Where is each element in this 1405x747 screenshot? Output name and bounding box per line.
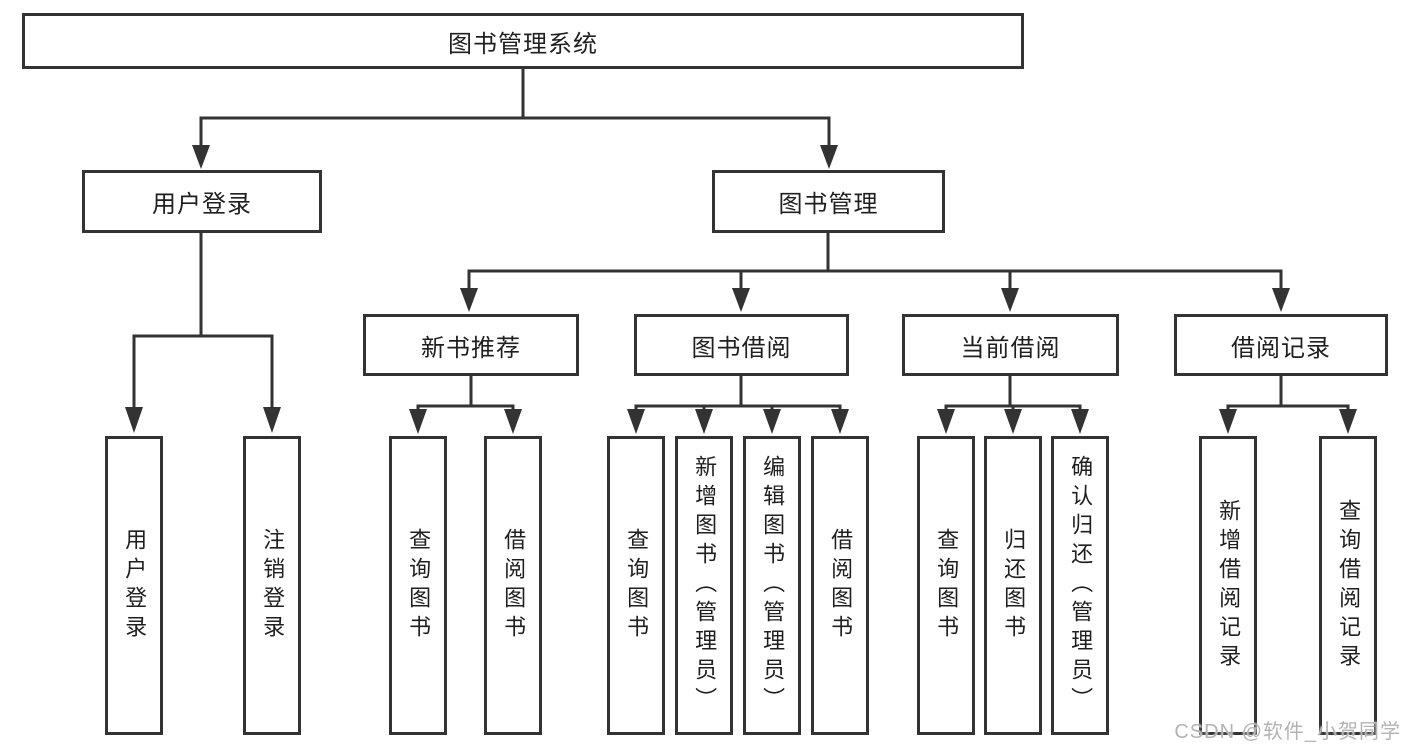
node-borrowing-records-label: 借阅记录 [1231, 334, 1331, 362]
node-new-book-recommend-label: 新书推荐 [421, 334, 521, 362]
leaf-return-books-label: 归还图书 [1001, 527, 1027, 644]
csdn-watermark: CSDN @软件_小贺同学 [1174, 721, 1401, 743]
leaf-query-books-current-label: 查询图书 [934, 527, 960, 644]
leaf-query-books-borrow-label: 查询图书 [624, 527, 650, 644]
leaf-logout-label: 注销登录 [260, 527, 286, 644]
edge-new-books-bus [416, 376, 515, 412]
leaf-user-login-label: 用户登录 [122, 527, 148, 644]
node-library-system-label: 图书管理系统 [448, 30, 598, 58]
leaf-query-books-recommend-label: 查询图书 [406, 527, 432, 644]
node-current-borrowing: 当前借阅 [902, 314, 1119, 376]
node-user-login-label: 用户登录 [152, 191, 252, 218]
node-book-management: 图书管理 [712, 170, 945, 233]
leaf-edit-books-admin-label: 编辑图书（管理员） [760, 455, 786, 716]
leaf-add-borrow-record: 新增借阅记录 [1199, 436, 1257, 735]
leaf-add-borrow-record-label: 新增借阅记录 [1216, 498, 1242, 673]
node-current-borrowing-label: 当前借阅 [960, 334, 1061, 362]
leaf-query-borrow-record-label: 查询借阅记录 [1336, 498, 1362, 673]
edge-level2-bus [199, 116, 831, 149]
leaf-add-books-admin: 新增图书（管理员） [675, 436, 733, 735]
leaf-return-books: 归还图书 [984, 436, 1042, 735]
leaf-query-books-recommend: 查询图书 [389, 436, 447, 735]
leaf-borrow-books: 借阅图书 [811, 436, 869, 735]
node-book-borrowing-label: 图书借阅 [691, 334, 792, 362]
leaf-borrow-books-recommend: 借阅图书 [484, 436, 542, 735]
node-borrowing-records: 借阅记录 [1174, 314, 1388, 376]
leaf-add-books-admin-label: 新增图书（管理员） [692, 455, 718, 716]
node-library-system: 图书管理系统 [22, 13, 1024, 69]
node-new-book-recommend: 新书推荐 [363, 314, 579, 376]
edge-borrow-bus [634, 376, 842, 412]
leaf-borrow-books-label: 借阅图书 [828, 527, 854, 644]
leaf-query-books-borrow: 查询图书 [607, 436, 665, 735]
leaf-user-login: 用户登录 [105, 436, 163, 735]
leaf-edit-books-admin: 编辑图书（管理员） [743, 436, 801, 735]
node-user-login: 用户登录 [82, 170, 322, 233]
edge-current-bus [944, 376, 1082, 412]
leaf-confirm-return-admin-label: 确认归还（管理员） [1068, 455, 1094, 716]
leaf-logout: 注销登录 [243, 436, 301, 735]
node-book-management-label: 图书管理 [778, 191, 879, 218]
edge-user-login-bus [132, 233, 274, 411]
leaf-confirm-return-admin: 确认归还（管理员） [1051, 436, 1109, 735]
node-book-borrowing: 图书借阅 [634, 314, 849, 376]
leaf-query-books-current: 查询图书 [917, 436, 975, 735]
leaf-query-borrow-record: 查询借阅记录 [1319, 436, 1377, 735]
arrowheads [125, 145, 1357, 434]
edge-records-bus [1226, 376, 1350, 412]
edge-level3-bus [467, 233, 1283, 291]
leaf-borrow-books-recommend-label: 借阅图书 [501, 527, 527, 644]
